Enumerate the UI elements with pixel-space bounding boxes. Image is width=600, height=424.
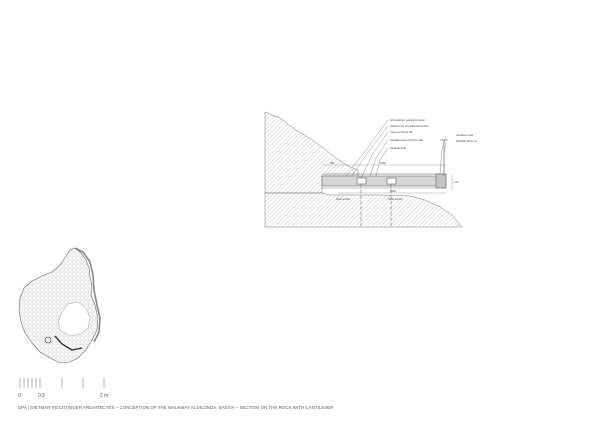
callout-cantilever: Cantilever slab [456, 133, 474, 137]
anchor-label-1: Steel anchor [336, 197, 351, 201]
callout-anchoring-rail: Steel anchoring rail [390, 130, 413, 134]
scale-label-0-5: 0.5 [38, 393, 45, 399]
map-marker [44, 336, 52, 344]
callout-grill-gratings: Grill gratings, galvanized steel [390, 118, 425, 122]
map-coast-edge [74, 247, 101, 343]
callout-safety-net: Rockfall safety net [456, 139, 477, 143]
callout-concrete-slab: Insulated steel concrete slab [390, 138, 423, 142]
anchor-box-2 [386, 177, 397, 185]
cantilever-slab [321, 175, 447, 187]
scale-bar [19, 378, 105, 388]
scale-label-2m: 2 m [100, 393, 109, 399]
footer-caption: DPA | DIETMAR FEICHTINGER ARCHITECTES – … [18, 405, 334, 410]
leader-lines [345, 119, 447, 179]
slab-end [435, 173, 447, 189]
section-drawing: 250 1300 1600 120 Steel anchor Steel anc… [264, 111, 477, 228]
scale-label-0: 0 [18, 393, 21, 399]
dim-120: 120 [454, 180, 459, 184]
map-coastline [18, 247, 99, 364]
dim-1600: 1600 [390, 189, 396, 193]
dim-1300: 1300 [380, 161, 386, 165]
dim-250: 250 [330, 161, 335, 165]
anchor-label-2: Steel anchor [388, 197, 403, 201]
callout-tie-rod: Stainless tie rod, adhesive anchor [390, 124, 429, 128]
rock-mass-lower [264, 192, 463, 228]
location-map [18, 247, 101, 364]
map-waterfront [57, 301, 91, 337]
map-highlight-walkway [54, 335, 83, 351]
callout-handrail: Handrail steel [390, 146, 406, 150]
anchor-box-1 [356, 177, 367, 185]
